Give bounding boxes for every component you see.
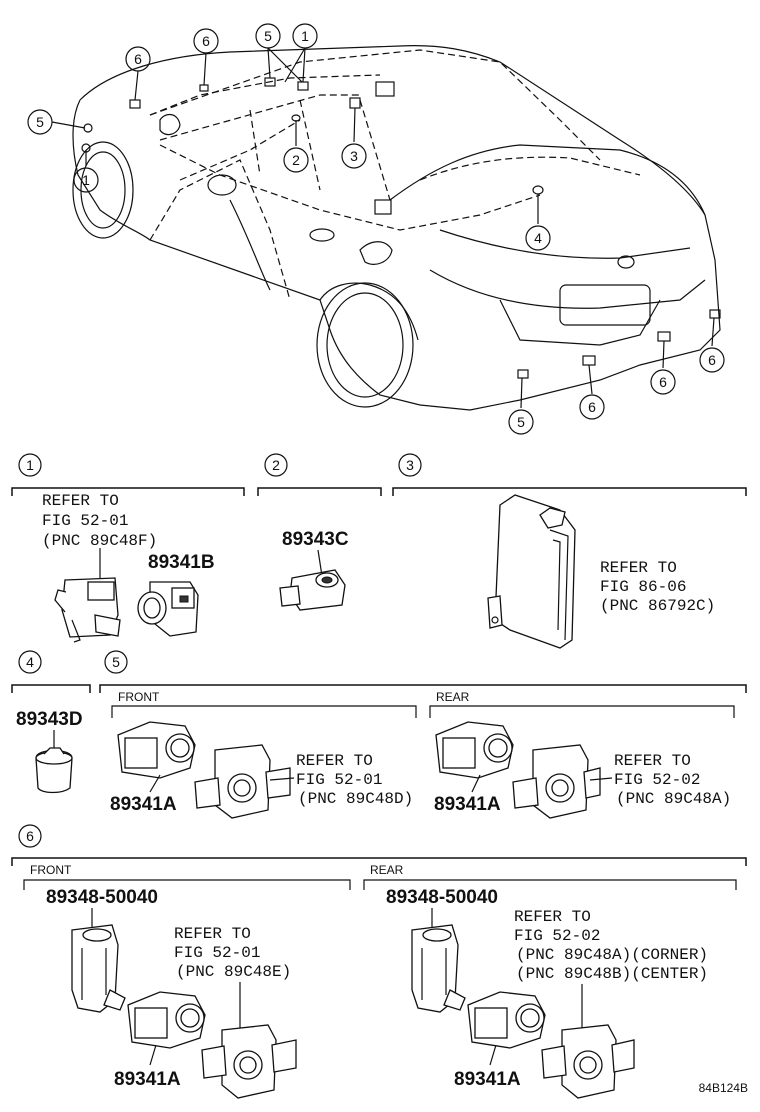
section-3-number: 3 xyxy=(406,457,414,473)
s1-part-number: 89341B xyxy=(148,552,215,573)
svg-text:5: 5 xyxy=(264,28,272,44)
callout-6d: 6 xyxy=(650,369,676,395)
section-5-number: 5 xyxy=(112,654,120,670)
s5-rear-pnc: (PNC 89C48A) xyxy=(616,790,731,808)
diagram-code: 84B124B xyxy=(699,1081,748,1095)
s6-rear-refer: REFER TO xyxy=(514,908,591,926)
callout-4: 4 xyxy=(525,225,551,251)
s5-rear-part-number: 89341A xyxy=(434,794,501,815)
s6-front-bracket-number: 89348-50040 xyxy=(46,887,158,908)
s1-fig: FIG 52-01 xyxy=(42,512,128,530)
s6-front-pnc: (PNC 89C48E) xyxy=(176,963,291,981)
s2-sensor-drawing xyxy=(279,569,346,611)
svg-text:5: 5 xyxy=(36,114,44,130)
s6-front-sensor-drawing xyxy=(127,991,206,1049)
s1-sensor-drawing xyxy=(137,581,199,637)
svg-text:5: 5 xyxy=(517,414,525,430)
s3-pnc: (PNC 86792C) xyxy=(600,597,715,615)
callout-5b: 5 xyxy=(27,109,53,135)
callout-1b: 1 xyxy=(73,167,99,193)
s5-front-bezel-drawing xyxy=(194,744,291,819)
section-3: 3 REFER TO FIG 86-06 (PNC 86792C) xyxy=(392,453,747,649)
s5-front-label: FRONT xyxy=(118,690,160,704)
s5-rear-bezel-drawing xyxy=(512,744,601,819)
callout-6b: 6 xyxy=(193,28,219,54)
callout-3: 3 xyxy=(341,143,367,169)
s4-sensor-drawing xyxy=(35,747,73,794)
callout-5c: 5 xyxy=(508,409,534,435)
s5-rear-sensor-drawing xyxy=(435,721,514,779)
s4-part-number: 89343D xyxy=(16,709,83,730)
svg-text:4: 4 xyxy=(534,230,542,246)
s6-rear-pnc-center: (PNC 89C48B)(CENTER) xyxy=(516,965,708,983)
callout-6c: 6 xyxy=(579,394,605,420)
callout-5a: 5 xyxy=(255,23,281,49)
s3-fig: FIG 86-06 xyxy=(600,578,686,596)
s6-rear-sensor-drawing xyxy=(467,991,546,1049)
section-1-number: 1 xyxy=(26,457,34,473)
s6-rear-bracket-number: 89348-50040 xyxy=(386,887,498,908)
section-1: 1 REFER TO FIG 52-01 (PNC 89C48F) 89341B xyxy=(11,453,245,643)
section-2-number: 2 xyxy=(272,457,280,473)
s6-rear-label: REAR xyxy=(370,863,404,877)
svg-text:6: 6 xyxy=(708,352,716,368)
s6-rear-part-number: 89341A xyxy=(454,1069,521,1090)
s2-part-number: 89343C xyxy=(282,529,349,550)
s6-front-part-number: 89341A xyxy=(114,1069,181,1090)
s3-ecu-drawing xyxy=(487,494,576,649)
section-6: 6 FRONT 89348-50040 89341A REFER TO xyxy=(11,824,747,1099)
callout-6e: 6 xyxy=(699,347,725,373)
s5-rear-label: REAR xyxy=(436,690,470,704)
s6-front-bracket-drawing xyxy=(71,924,126,1013)
car-illustration: 6 6 5 1 5 1 2 3 4 5 6 6 6 xyxy=(27,23,725,435)
svg-text:2: 2 xyxy=(292,152,300,168)
section-4-number: 4 xyxy=(26,654,34,670)
s6-front-label: FRONT xyxy=(30,863,72,877)
s6-front-fig: FIG 52-01 xyxy=(174,944,260,962)
svg-text:6: 6 xyxy=(202,33,210,49)
callout-6a: 6 xyxy=(125,46,151,72)
svg-text:3: 3 xyxy=(350,148,358,164)
callout-2: 2 xyxy=(283,147,309,173)
s6-front-refer: REFER TO xyxy=(174,925,251,943)
svg-text:6: 6 xyxy=(588,399,596,415)
s6-rear-pnc-corner: (PNC 89C48A)(CORNER) xyxy=(516,946,708,964)
s1-refer: REFER TO xyxy=(42,492,119,510)
s5-rear-fig: FIG 52-02 xyxy=(614,771,700,789)
s6-front-bezel-drawing xyxy=(201,1024,297,1099)
svg-text:1: 1 xyxy=(301,28,309,44)
s1-pnc: (PNC 89C48F) xyxy=(42,532,157,550)
s5-front-refer: REFER TO xyxy=(296,752,373,770)
section-2: 2 89343C xyxy=(257,453,382,611)
section-4: 4 89343D xyxy=(11,650,91,794)
s5-front-part-number: 89341A xyxy=(110,794,177,815)
s3-refer: REFER TO xyxy=(600,559,677,577)
s5-front-pnc: (PNC 89C48D) xyxy=(298,790,413,808)
s5-rear-refer: REFER TO xyxy=(614,752,691,770)
s6-rear-fig: FIG 52-02 xyxy=(514,927,600,945)
s5-front-sensor-drawing xyxy=(117,721,196,779)
s6-rear-bezel-drawing xyxy=(541,1024,635,1099)
s1-sensor-bracket-drawing xyxy=(54,577,121,643)
svg-text:6: 6 xyxy=(659,374,667,390)
s6-rear-bracket-drawing xyxy=(411,924,466,1013)
svg-text:1: 1 xyxy=(82,172,90,188)
svg-text:6: 6 xyxy=(134,51,142,67)
section-6-number: 6 xyxy=(26,828,34,844)
callout-1a: 1 xyxy=(292,23,318,49)
s5-front-fig: FIG 52-01 xyxy=(296,771,382,789)
section-5: 5 FRONT 89341A REFER TO FIG 52-01 (PNC 8… xyxy=(99,650,747,819)
